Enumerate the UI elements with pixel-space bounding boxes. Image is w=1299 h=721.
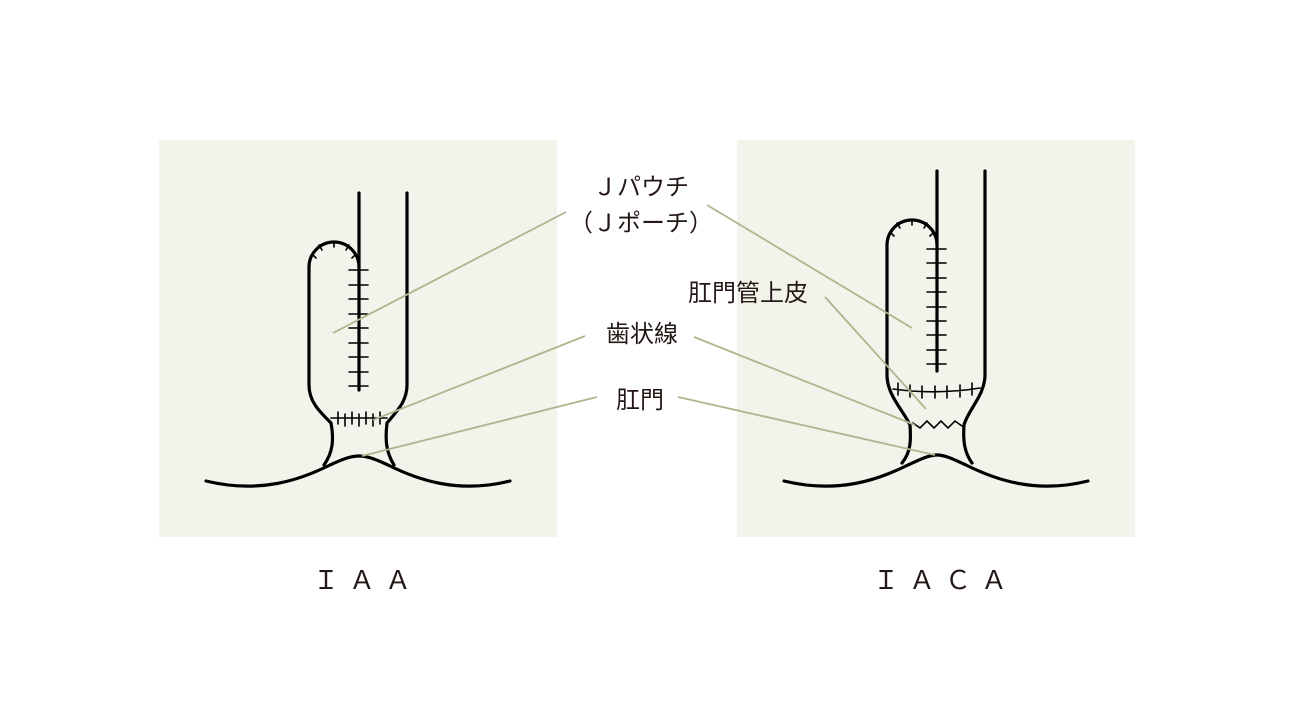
label-dentate-line: 歯状線 [606, 320, 678, 348]
leader-iaca-dentate-line [693, 336, 916, 426]
iaca-tube-right [962, 169, 987, 465]
leader-iaca-anus [677, 396, 936, 456]
iaa-staple-line [311, 241, 369, 387]
label-j-pouch-alt: （Ｊポーチ） [569, 209, 713, 237]
iaa-panel [159, 140, 557, 537]
leader-iaa-dentate-line [372, 335, 586, 421]
iaa-skin-line [204, 454, 512, 488]
label-anus: 肛門 [616, 386, 664, 414]
iaca-dentate-zigzag [912, 419, 963, 430]
caption-iaa: ＩＡＡ [313, 566, 421, 596]
leader-iaca-j-pouch [706, 204, 913, 329]
iaca-panel [737, 140, 1135, 537]
caption-iaca: ＩＡＣＡ [873, 566, 1017, 596]
leader-iaa-anus [361, 396, 598, 457]
leader-iaca-anal-canal-epithelium [824, 296, 927, 410]
label-anal-canal-epithelium: 肛門管上皮 [688, 279, 808, 307]
iaca-skin-line [782, 453, 1090, 488]
leader-lines [332, 204, 936, 457]
leader-iaa-j-pouch [332, 211, 567, 334]
iaca-staple-line [889, 219, 947, 365]
label-j-pouch: Ｊパウチ [593, 173, 689, 201]
iaa-tube-right [384, 191, 409, 467]
